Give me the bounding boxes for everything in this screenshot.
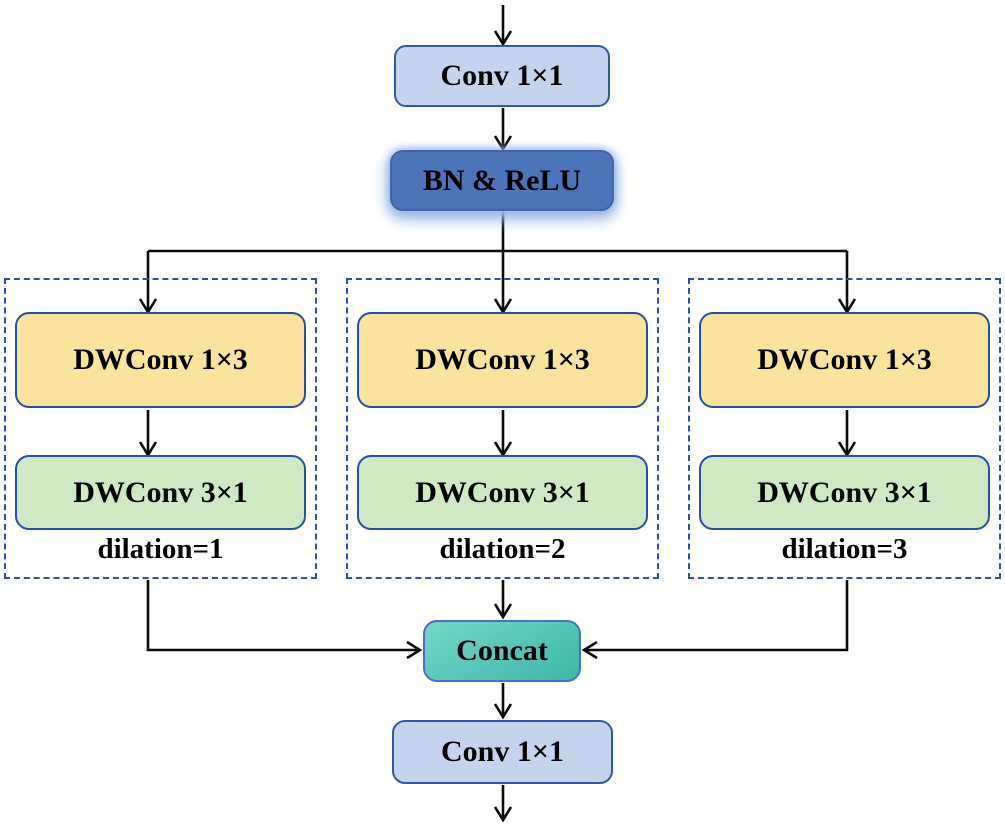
node-bn-relu: BN & ReLU <box>390 150 614 211</box>
node-dwconv-1x3: DWConv 1×3 <box>699 312 990 408</box>
elbow-branch3-to-concat <box>581 580 849 660</box>
branch-caption: dilation=1 <box>97 533 224 565</box>
branch-caption: dilation=3 <box>781 533 908 565</box>
node-label: DWConv 3×1 <box>415 475 590 509</box>
node-label: DWConv 3×1 <box>757 475 932 509</box>
branch-dilation-2: DWConv 1×3 DWConv 3×1 dilation=2 <box>346 278 659 579</box>
node-dwconv-3x1: DWConv 3×1 <box>357 455 648 530</box>
node-dwconv-3x1: DWConv 3×1 <box>699 455 990 530</box>
node-label: BN & ReLU <box>422 163 582 197</box>
node-label: Conv 1×1 <box>441 735 564 768</box>
node-label: DWConv 3×1 <box>73 475 248 509</box>
node-dwconv-1x3: DWConv 1×3 <box>357 312 648 408</box>
node-dwconv-3x1: DWConv 3×1 <box>15 455 306 530</box>
branch-dilation-3: DWConv 1×3 DWConv 3×1 dilation=3 <box>688 278 1001 579</box>
elbow-branch1-to-concat <box>146 580 423 660</box>
node-label: DWConv 1×3 <box>757 343 932 376</box>
node-conv-1x1-in: Conv 1×1 <box>394 45 610 107</box>
node-label: Conv 1×1 <box>440 59 564 92</box>
node-label: DWConv 1×3 <box>73 343 248 376</box>
node-concat: Concat <box>423 620 581 682</box>
branch-caption: dilation=2 <box>439 533 566 565</box>
node-conv-1x1-out: Conv 1×1 <box>392 720 613 784</box>
node-label: DWConv 1×3 <box>415 343 590 376</box>
node-label: Concat <box>456 634 548 667</box>
node-dwconv-1x3: DWConv 1×3 <box>15 312 306 408</box>
branch-dilation-1: DWConv 1×3 DWConv 3×1 dilation=1 <box>4 278 317 579</box>
